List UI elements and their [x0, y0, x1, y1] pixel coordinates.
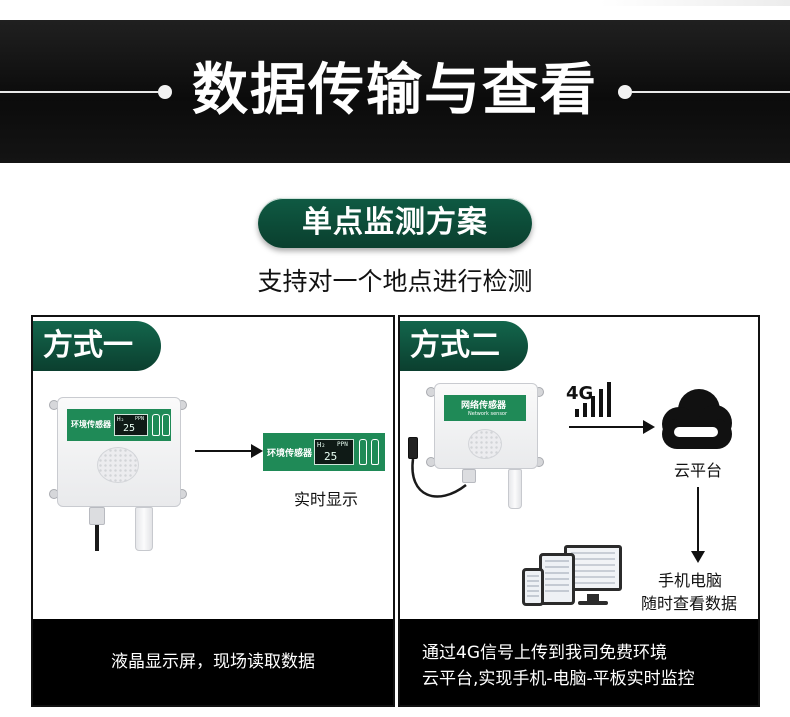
display-band-enlarged: 环境传感器 H₂ PPN 25: [263, 433, 385, 471]
view-label-line2: 随时查看数据: [641, 594, 738, 613]
header-dot-left: [158, 85, 172, 99]
method-one-footer: 液晶显示屏，现场读取数据: [33, 619, 393, 705]
method-two-footer: 通过4G信号上传到我司免费环境 云平台,实现手机-电脑-平板实时监控: [400, 619, 758, 705]
monitor-stand: [587, 594, 599, 602]
cloud-icon: [658, 389, 734, 449]
lcd-value: 25: [123, 423, 136, 434]
cable-gland: [462, 469, 476, 483]
display-unit: PPN: [337, 441, 348, 448]
lcd-unit: PPN: [135, 416, 145, 422]
phone-icon: [522, 568, 544, 606]
device-lcd: H₂ PPN 25: [114, 414, 148, 436]
network-device-subtitle: Network sensor: [468, 411, 508, 417]
gas-bottle-icon: [162, 414, 170, 436]
device-display-band: 网络传感器 Network sensor: [444, 395, 526, 421]
method-two-tag: 方式二: [400, 321, 528, 371]
method-one-tag: 方式一: [33, 321, 161, 371]
display-gas: H₂: [317, 441, 326, 449]
display-value: 25: [324, 450, 338, 463]
gas-bottle-icon: [359, 439, 367, 465]
sensor-grille: [97, 447, 139, 483]
device-title: 环境传感器: [71, 420, 111, 429]
cable-gland: [89, 507, 105, 525]
lcd-sensor-device: 环境传感器 H₂ PPN 25: [49, 397, 189, 557]
header-line-right: [632, 91, 790, 93]
power-cable: [411, 458, 467, 498]
top-strip: [600, 0, 790, 6]
method-one-footer-text: 液晶显示屏，现场读取数据: [111, 652, 315, 672]
header-line-left: [0, 91, 158, 93]
realtime-display-caption: 实时显示: [294, 490, 359, 509]
section-pill: 单点监测方案: [258, 198, 532, 248]
device-display-band: 环境传感器 H₂ PPN 25: [67, 409, 171, 441]
method-two-footer-text: 通过4G信号上传到我司免费环境 云平台,实现手机-电脑-平板实时监控: [422, 640, 742, 692]
upload-arrow-head: [643, 420, 655, 434]
section-pill-label: 单点监测方案: [302, 205, 488, 240]
view-label-line1: 手机电脑: [658, 571, 723, 590]
method-two-footer-line1: 通过4G信号上传到我司免费环境: [422, 643, 667, 663]
sensor-grille: [468, 429, 502, 459]
section-subtitle: 支持对一个地点进行检测: [257, 267, 533, 296]
sensor-probe: [135, 507, 153, 551]
method-two-footer-line2: 云平台,实现手机-电脑-平板实时监控: [422, 669, 695, 689]
network-sensor-device: 网络传感器 Network sensor: [408, 383, 558, 517]
network-device-title: 网络传感器: [461, 401, 507, 411]
lcd-gas: H₂: [117, 416, 125, 423]
display-title: 环境传感器: [267, 449, 313, 459]
gas-bottle-icon: [371, 439, 379, 465]
cloud-platform-label: 云平台: [674, 461, 723, 480]
download-arrow-line: [697, 487, 699, 553]
power-cable: [95, 525, 99, 551]
flow-arrow-head: [251, 444, 263, 458]
page-title: 数据传输与查看: [192, 58, 598, 123]
signal-4g-label: 4G: [566, 383, 594, 404]
flow-arrow-line: [195, 450, 253, 452]
gas-bottle-icon: [152, 414, 160, 436]
header-dot-right: [618, 85, 632, 99]
download-arrow-head: [691, 551, 705, 563]
tablet-icon: [539, 553, 575, 605]
display-lcd: H₂ PPN 25: [314, 439, 354, 465]
cable-connector: [408, 437, 418, 459]
sensor-probe: [508, 469, 522, 509]
upload-arrow-line: [569, 426, 645, 428]
panel-method-two: 方式二 网络传感器 Network sensor 4G: [398, 315, 760, 707]
panel-method-one: 方式一 环境传感器 H₂ PPN 25 环境传感器 H₂ PPN: [31, 315, 395, 707]
monitor-stand-base: [578, 601, 608, 605]
